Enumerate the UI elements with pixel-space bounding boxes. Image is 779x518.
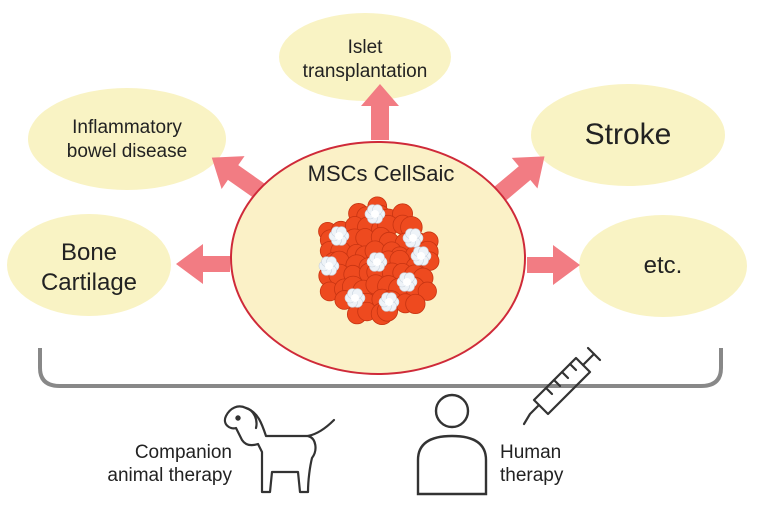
- center-title: MSCs CellSaic: [307, 161, 455, 186]
- spheroid-cells: [318, 196, 440, 326]
- ibd-label: Inflammatory bowel disease: [47, 116, 207, 164]
- stroke-label: Stroke: [584, 118, 672, 151]
- islet-label-line2: transplantation: [302, 61, 428, 82]
- white-cell: [344, 288, 366, 308]
- red-cell: [417, 281, 437, 301]
- arrow-to-islet: [361, 84, 399, 140]
- bone-label-line1: Bone: [60, 239, 118, 266]
- dog-icon: [223, 405, 336, 494]
- white-cell: [410, 246, 432, 266]
- person-icon: [416, 393, 488, 496]
- bracket-line: [38, 348, 723, 388]
- red-cell: [405, 293, 426, 315]
- companion-label-line2: animal therapy: [107, 465, 232, 486]
- human-label-line2: therapy: [500, 465, 564, 486]
- companion-label: Companion animal therapy: [86, 441, 232, 487]
- ibd-label-line2: bowel disease: [66, 141, 188, 162]
- arrows: [176, 84, 580, 285]
- bone-label: Bone Cartilage: [14, 238, 164, 298]
- companion-label-line1: Companion: [134, 442, 232, 463]
- stroke-ellipse: [531, 84, 725, 186]
- white-cell: [318, 256, 340, 276]
- arrow-to-stroke: [489, 156, 545, 205]
- etc-ellipse: [579, 215, 747, 317]
- white-cell: [366, 252, 388, 272]
- human-label: Human therapy: [500, 441, 590, 487]
- arrow-to-bone: [176, 244, 230, 284]
- islet-ellipse: [279, 13, 451, 101]
- white-cell: [378, 292, 400, 312]
- ibd-ellipse: [28, 88, 226, 190]
- white-cell: [328, 226, 350, 246]
- islet-label-line1: Islet: [347, 37, 383, 58]
- white-cell: [364, 204, 386, 224]
- syringe-icon: [522, 346, 602, 426]
- white-cell: [396, 272, 418, 292]
- islet-label: Islet transplantation: [300, 36, 430, 84]
- arrow-to-etc: [527, 245, 580, 285]
- bone-label-line2: Cartilage: [40, 269, 138, 296]
- ibd-label-line1: Inflammatory: [72, 117, 182, 138]
- bone-ellipse: [7, 214, 171, 316]
- human-label-line1: Human: [500, 442, 562, 463]
- etc-label: etc.: [643, 252, 683, 279]
- arrow-to-ibd: [211, 156, 270, 202]
- white-cell: [402, 228, 424, 248]
